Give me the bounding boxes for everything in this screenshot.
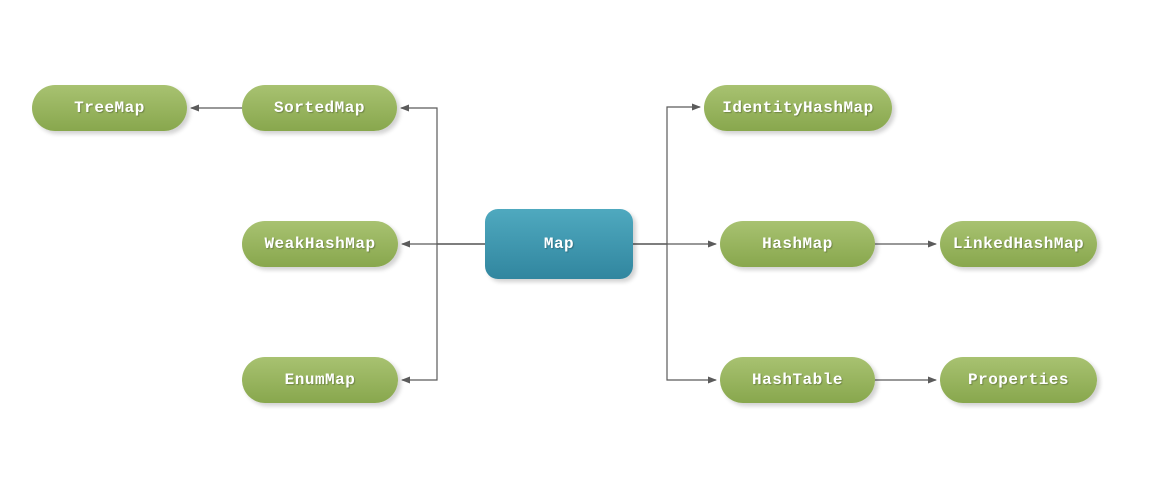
- node-treemap-label: TreeMap: [74, 99, 145, 117]
- edge-map-to-sortedmap: [400, 104, 485, 245]
- node-linkedhashmap[interactable]: LinkedHashMap: [940, 221, 1097, 267]
- node-enummap[interactable]: EnumMap: [242, 357, 398, 403]
- node-map[interactable]: Map: [485, 209, 633, 279]
- edge-map-to-identityhashmap: [633, 103, 701, 245]
- node-identityhashmap[interactable]: IdentityHashMap: [704, 85, 892, 131]
- node-linkedhashmap-label: LinkedHashMap: [952, 235, 1085, 253]
- node-treemap[interactable]: TreeMap: [32, 85, 187, 131]
- node-weakhashmap-label: WeakHashMap: [264, 235, 376, 253]
- node-sortedmap[interactable]: SortedMap: [242, 85, 397, 131]
- edge-map-to-enummap: [401, 243, 485, 384]
- node-properties-label: Properties: [967, 371, 1069, 389]
- node-weakhashmap[interactable]: WeakHashMap: [242, 221, 398, 267]
- node-hashmap-label: HashMap: [762, 235, 833, 253]
- node-hashmap[interactable]: HashMap: [720, 221, 875, 267]
- node-hashtable-label: HashTable: [752, 371, 843, 389]
- node-identityhashmap-label: IdentityHashMap: [722, 99, 874, 117]
- node-hashtable[interactable]: HashTable: [720, 357, 875, 403]
- node-sortedmap-label: SortedMap: [274, 99, 365, 117]
- node-enummap-label: EnumMap: [284, 371, 356, 389]
- edge-map-to-hashtable: [633, 243, 717, 384]
- node-map-label: Map: [543, 235, 575, 253]
- node-properties[interactable]: Properties: [940, 357, 1097, 403]
